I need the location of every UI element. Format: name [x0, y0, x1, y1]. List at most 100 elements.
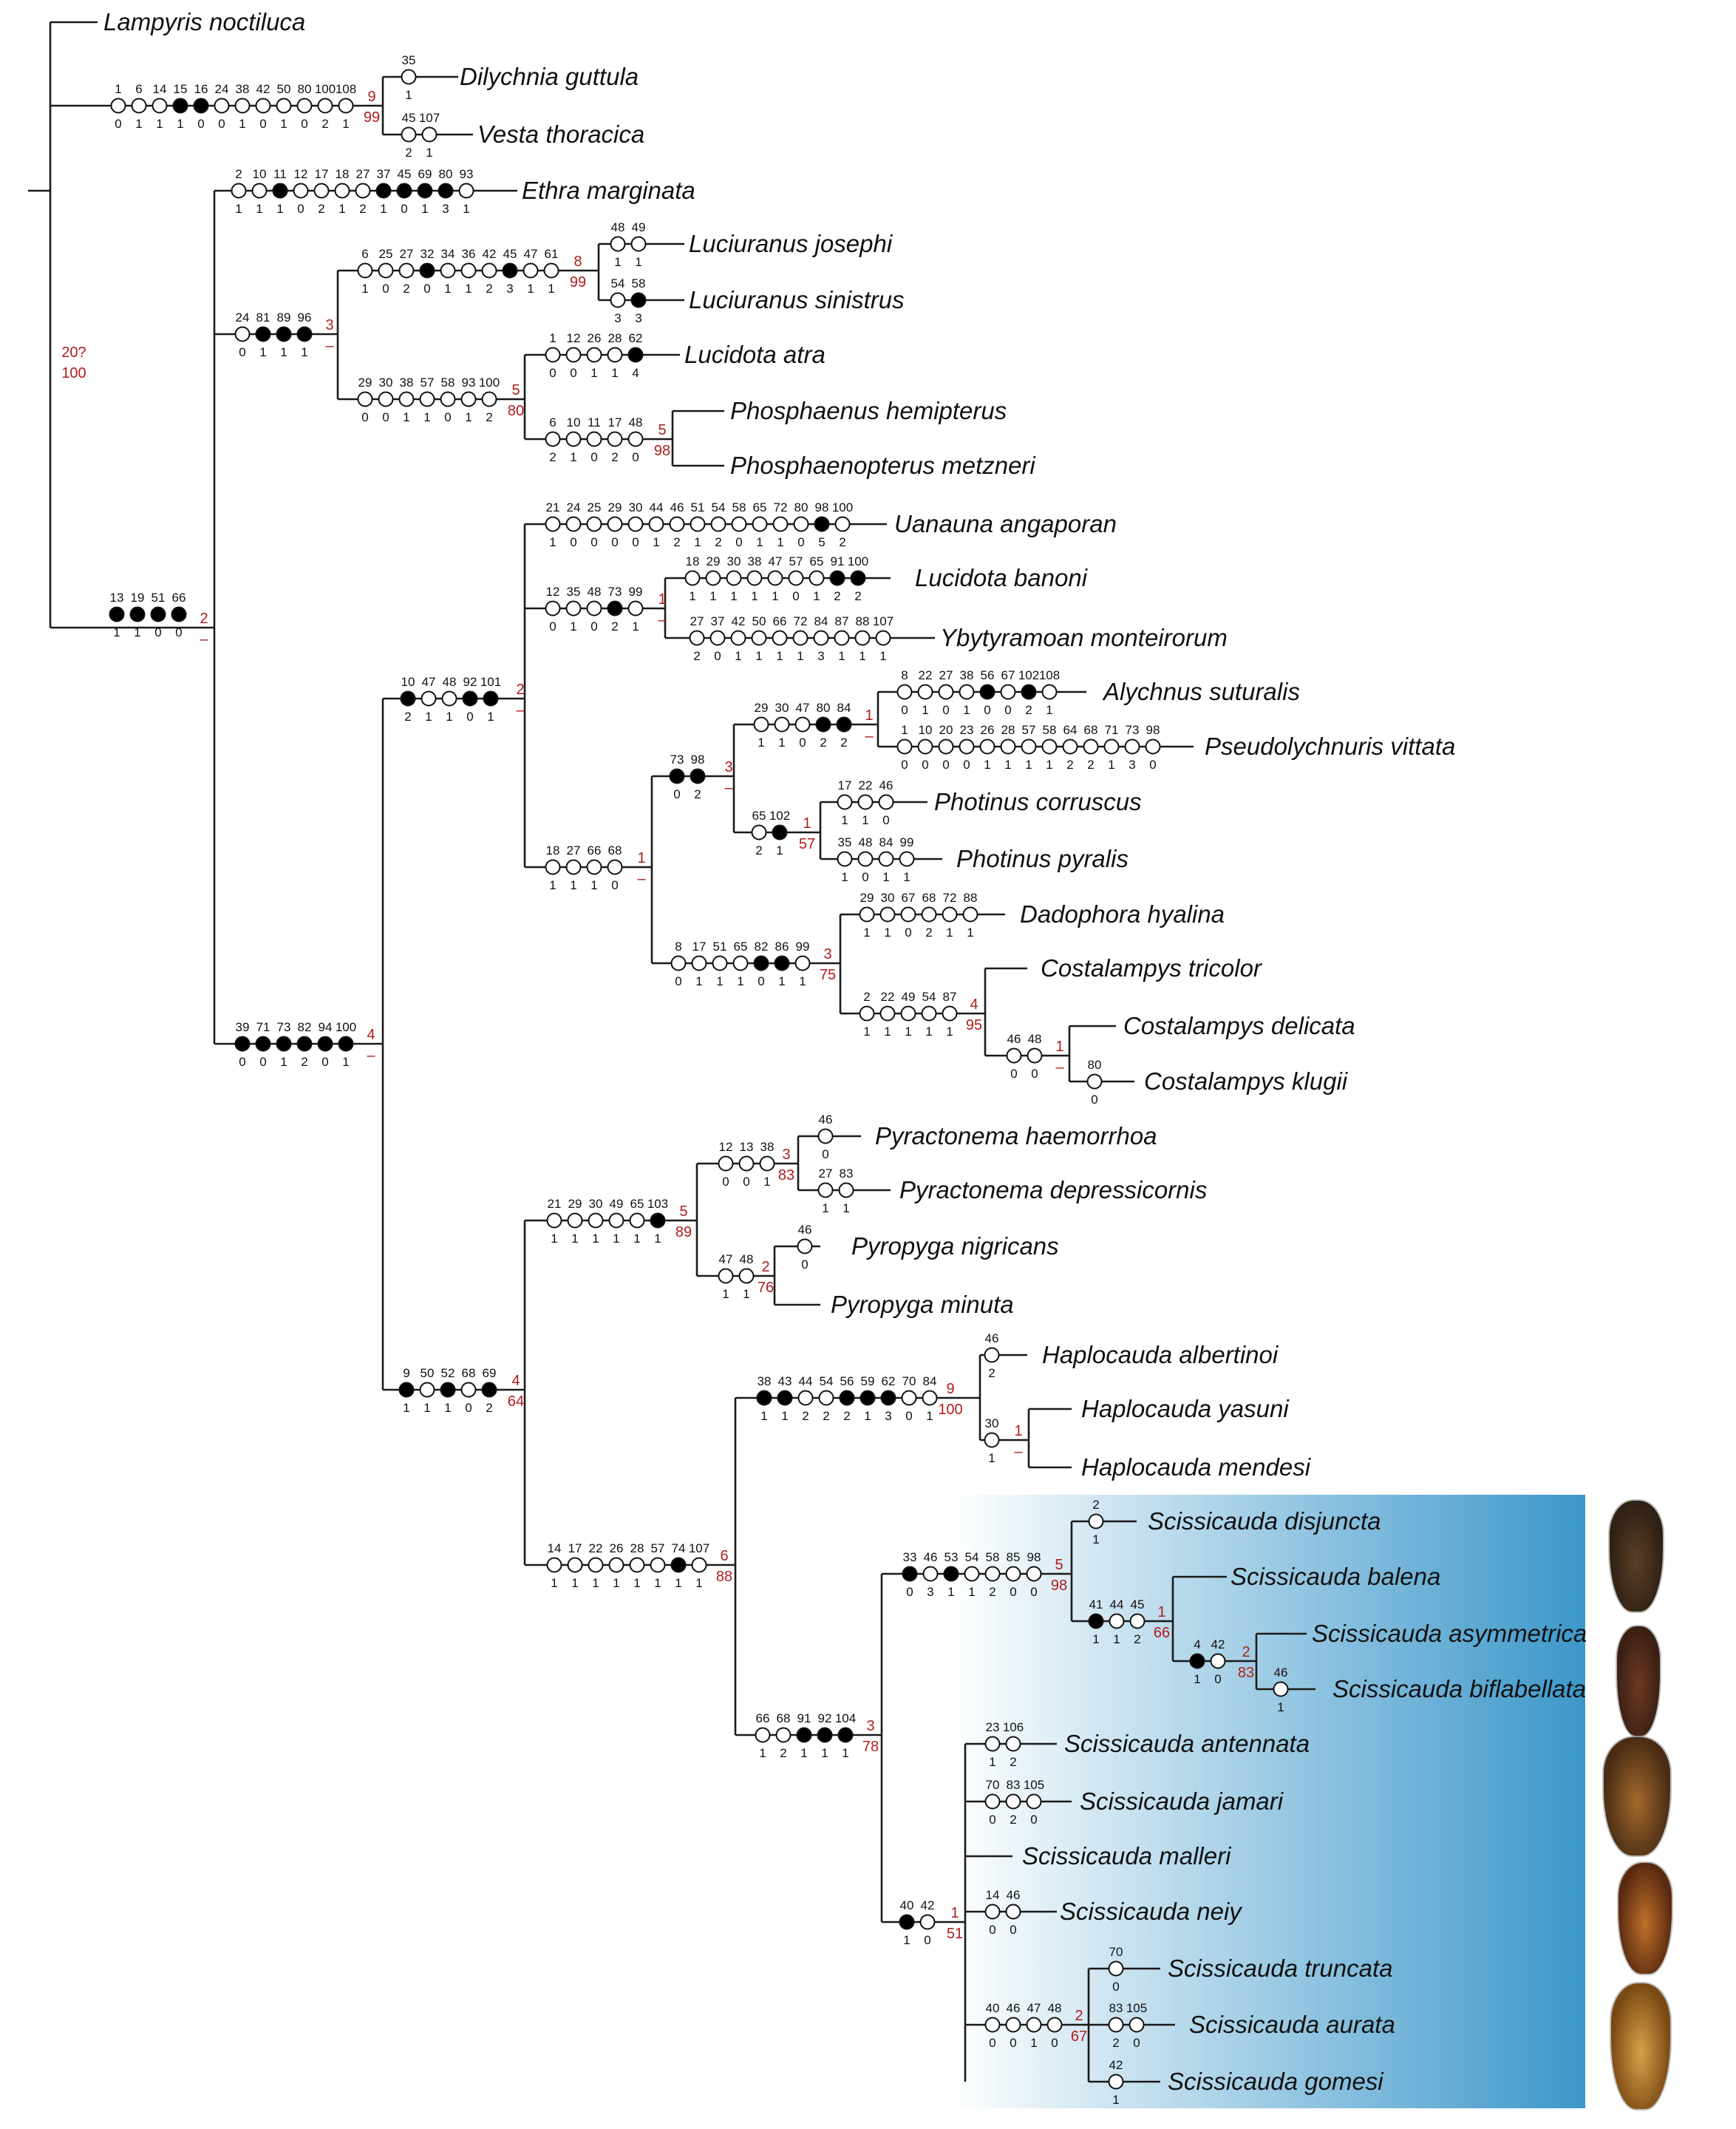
character-state-open [774, 716, 790, 733]
character-state: 1 [1092, 1632, 1099, 1646]
character-state-open [942, 1005, 958, 1022]
character-number: 102 [1018, 668, 1039, 682]
character-state-open [690, 516, 706, 532]
character-state-open [610, 236, 626, 252]
character-state-open [546, 1212, 562, 1229]
character-number: 51 [691, 500, 705, 515]
character-state: 2 [673, 535, 680, 549]
character-state-open [1129, 2017, 1145, 2033]
character-state-filled [171, 606, 187, 622]
character-state-open [313, 183, 330, 199]
character-state-open [565, 347, 582, 363]
character-state: 0 [924, 1933, 930, 1947]
character-state-filled [837, 1727, 854, 1743]
character-state-open [1088, 1513, 1104, 1529]
character-state: 1 [590, 366, 597, 380]
character-number: 29 [608, 500, 622, 515]
character-state: 0 [905, 1409, 912, 1423]
character-number: 106 [1003, 1720, 1024, 1734]
character-number: 42 [483, 247, 497, 261]
character-state: 0 [465, 1401, 472, 1415]
character-number: 8 [675, 940, 681, 954]
character-state: 0 [1010, 1585, 1016, 1599]
character-state-open [854, 630, 871, 646]
character-state-open [378, 262, 394, 279]
character-state: 0 [611, 535, 618, 549]
character-number: 30 [881, 891, 895, 905]
bootstrap-support: – [724, 780, 733, 796]
character-state-filled [815, 716, 831, 733]
character-state-open [979, 738, 995, 755]
character-state-filled [669, 768, 685, 784]
character-state: 1 [879, 649, 886, 663]
character-number: 83 [1109, 2001, 1123, 2015]
character-state: 0 [792, 589, 799, 603]
bootstrap-support: 80 [508, 403, 524, 419]
character-state-open [718, 1155, 734, 1172]
character-number: 68 [608, 843, 622, 858]
character-number: 100 [848, 554, 868, 568]
character-number: 17 [568, 1541, 582, 1555]
character-number: 30 [727, 554, 741, 568]
character-state: 1 [842, 1746, 848, 1760]
bootstrap-support: 75 [820, 967, 836, 983]
character-number: 39 [236, 1020, 250, 1034]
character-state: 0 [175, 625, 182, 639]
character-state: 0 [1214, 1672, 1221, 1686]
character-state: 1 [675, 1576, 681, 1590]
character-state: 1 [549, 878, 556, 892]
character-state: 0 [259, 117, 266, 131]
character-state: 0 [1112, 1980, 1119, 1994]
character-state-filled [440, 1382, 456, 1398]
character-state-filled [255, 326, 271, 342]
character-state-filled [398, 1382, 415, 1398]
character-state-open [922, 1390, 938, 1406]
character-number: 42 [732, 614, 746, 628]
character-state-open [460, 1382, 477, 1398]
character-state-filled [296, 326, 313, 342]
character-state-filled [438, 183, 454, 199]
character-number: 92 [463, 675, 477, 689]
taxon-pseudolychnuris-vittata: Pseudolychnuris vittata [1205, 733, 1455, 760]
character-state-open [586, 859, 602, 875]
character-state: 1 [611, 366, 618, 380]
character-state-open [921, 906, 937, 923]
character-number: 66 [773, 614, 787, 628]
character-state-filled [650, 1212, 666, 1229]
character-state-open [627, 431, 644, 447]
taxon-dadophora-hyalina: Dadophora hyalina [1020, 900, 1225, 928]
character-state: 0 [444, 410, 451, 424]
character-number: 71 [256, 1020, 270, 1034]
character-state-open [959, 738, 975, 755]
character-state: 1 [863, 1025, 870, 1039]
character-state: 0 [942, 703, 949, 717]
character-number: 21 [548, 1197, 562, 1211]
character-state-open [293, 183, 309, 199]
character-number: 17 [838, 778, 852, 792]
character-number: 27 [356, 167, 370, 181]
character-state: 1 [755, 649, 762, 663]
character-state: 0 [942, 758, 949, 772]
character-number: 48 [1028, 1032, 1042, 1046]
character-state-filled [150, 606, 166, 622]
character-state-open [1026, 1793, 1042, 1810]
bremer-support: 5 [511, 382, 520, 398]
character-number: 29 [568, 1197, 582, 1211]
character-state-open [718, 1268, 734, 1284]
character-state-filled [396, 183, 412, 199]
character-number: 68 [777, 1711, 791, 1725]
character-state: 0 [722, 1175, 729, 1189]
character-state-open [794, 716, 811, 733]
character-number: 73 [277, 1020, 291, 1034]
character-state-open [984, 2017, 1001, 2033]
character-state: 0 [321, 1055, 328, 1069]
character-state-open [608, 1212, 624, 1229]
character-state-open [919, 1914, 936, 1930]
character-state-open [738, 1155, 755, 1172]
character-state: 0 [822, 1147, 828, 1161]
character-state-open [669, 516, 685, 532]
character-state-open [984, 1904, 1001, 1920]
character-number: 100 [479, 376, 500, 390]
character-number: 53 [944, 1550, 959, 1564]
character-state: 1 [1030, 2036, 1037, 2050]
